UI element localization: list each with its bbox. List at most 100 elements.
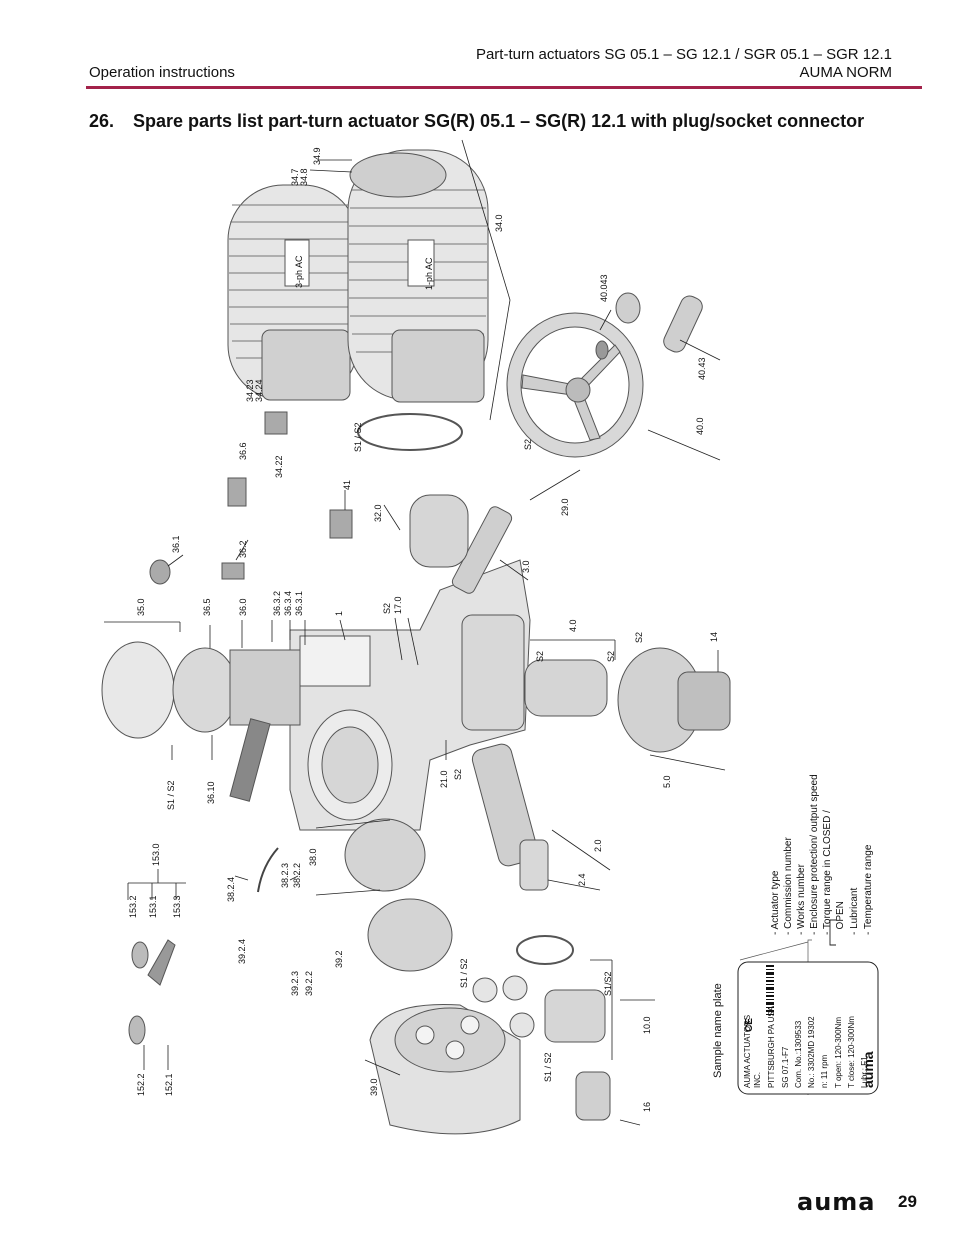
callout-labels: 34.9 34.7 34.8 34.0 3-ph AC 1-ph AC 40.0…: [128, 147, 719, 1112]
legend-line-8: - Temperature range: [863, 844, 874, 935]
header-right-line2: AUMA NORM: [799, 64, 892, 81]
label-s1s2-b: S1 / S2: [166, 780, 176, 810]
output-sleeve: [524, 659, 608, 717]
label-153-0: 153.0: [151, 843, 161, 866]
label-40-43: 40.43: [697, 357, 707, 380]
label-motor-1ph: 1-ph AC: [424, 257, 434, 290]
label-35-0: 35.0: [136, 598, 146, 616]
gear-ring-2: [367, 898, 453, 972]
label-29-0: 29.0: [560, 498, 570, 516]
label-34-9: 34.9: [312, 147, 322, 165]
legend-line-3: - Works number: [796, 863, 807, 935]
plate-line-7: n: 11 rpm: [820, 1054, 829, 1088]
label-39-2-2: 39.2.2: [304, 971, 314, 996]
plate-line-6: No.: 3302MD 19302: [807, 1016, 816, 1088]
name-plate: AUMA ACTUATORS INC. PITTSBURGH PA USA SG…: [737, 961, 879, 1095]
label-36-2: 36.2: [238, 540, 248, 558]
part-36-6: [227, 477, 247, 507]
cable-gland-socket: [544, 989, 606, 1043]
label-2-0: 2.0: [593, 839, 603, 852]
label-36-6: 36.6: [238, 442, 248, 460]
lever-153: [147, 939, 176, 986]
bushing: [519, 839, 549, 891]
header-right-line1: Part-turn actuators SG 05.1 – SG 12.1 / …: [475, 46, 892, 63]
label-s2-f: S2: [453, 769, 463, 780]
plate-line-8: T open: 120-300Nm: [834, 1017, 843, 1088]
label-s2-b: S2: [382, 603, 392, 614]
legend-line-4: - Enclosure protection/ output speed: [809, 774, 820, 935]
label-3-0: 3.0: [521, 560, 531, 573]
section-number: 26.: [89, 111, 115, 131]
label-39-0: 39.0: [369, 1078, 379, 1096]
coupling: [677, 671, 731, 731]
legend-line-6: OPEN: [835, 901, 846, 935]
label-153-2: 153.2: [128, 895, 138, 918]
control-unit: [101, 641, 301, 802]
label-152-1: 152.1: [164, 1073, 174, 1096]
label-s2-c: S2: [535, 651, 545, 662]
handle-screw: [595, 340, 609, 360]
label-17-0: 17.0: [393, 596, 403, 614]
part-36-1: [149, 559, 171, 585]
part-153: [131, 941, 149, 969]
section-title: 26. Spare parts list part-turn actuator S…: [89, 111, 864, 132]
part-34-22: [264, 411, 288, 435]
label-36-3-2: 36.3.2: [272, 591, 282, 616]
legend-line-7: - Lubricant: [849, 888, 860, 935]
label-153-1: 153.1: [148, 895, 158, 918]
handwheel: [506, 312, 644, 458]
blank-plug-1: [472, 977, 498, 1003]
legend-bracket-torque: [829, 919, 836, 946]
label-39-2-4: 39.2.4: [237, 939, 247, 964]
plate-line-10: Lubr.: F1: [860, 1056, 869, 1088]
legend-line-5: - Torque range in CLOSED /: [822, 810, 833, 935]
section-title-text: Spare parts list part-turn actuator SG(R…: [133, 111, 865, 131]
label-s2-a: S2: [523, 439, 533, 450]
part-36-2: [221, 562, 245, 580]
header-left: Operation instructions: [89, 64, 235, 81]
label-40-043: 40.043: [599, 274, 609, 302]
label-38-2-3: 38.2.3: [280, 863, 290, 888]
legend-list: - Actuator type - Commission number - Wo…: [770, 774, 874, 935]
header-right: Part-turn actuators SG 05.1 – SG 12.1 / …: [476, 46, 892, 82]
label-10-0: 10.0: [642, 1016, 652, 1034]
label-36-3-1: 36.3.1: [294, 591, 304, 616]
header-rule: [86, 86, 922, 89]
auma-logo: auma: [797, 1188, 876, 1216]
label-s1s2-d: S1/S2: [603, 971, 613, 996]
plate-line-3: PITTSBURGH PA USA: [767, 1005, 776, 1088]
label-21-0: 21.0: [439, 770, 449, 788]
label-s2-d: S2: [606, 651, 616, 662]
label-36-1: 36.1: [171, 535, 181, 553]
label-34-22: 34.22: [274, 455, 284, 478]
plate-ce-mark: CE: [744, 1018, 755, 1032]
label-32-0: 32.0: [373, 504, 383, 522]
label-s1s2-c: S1 / S2: [459, 958, 469, 988]
worm-shaft: [409, 494, 513, 594]
label-34-8: 34.8: [299, 168, 309, 186]
handle-grip: [663, 295, 703, 353]
seal-rings: [516, 935, 574, 965]
label-41: 41: [342, 480, 352, 490]
label-39-2: 39.2: [334, 950, 344, 968]
label-38-2-2: 38.2.2: [292, 863, 302, 888]
label-36-3-4: 36.3.4: [283, 591, 293, 616]
part-152: [128, 1015, 146, 1045]
page-number: 29: [898, 1192, 917, 1211]
label-5-0: 5.0: [662, 775, 672, 788]
plate-line-4: SG 07.1-F7: [781, 1046, 790, 1088]
blank-plug-2: [502, 975, 528, 1001]
gear-ring-1: [344, 818, 426, 892]
motor-3ph: [227, 184, 359, 401]
motor-gasket: [357, 413, 463, 451]
sample-plate-caption: Sample name plate: [712, 983, 724, 1078]
label-152-2: 152.2: [136, 1073, 146, 1096]
label-2-4: 2.4: [577, 873, 587, 886]
actuator-housing: [289, 559, 531, 831]
label-153-3: 153.3: [172, 895, 182, 918]
handle-cap: [615, 292, 641, 324]
label-39-2-3: 39.2.3: [290, 971, 300, 996]
label-motor-3ph: 3-ph AC: [294, 255, 304, 288]
label-4-0: 4.0: [568, 619, 578, 632]
label-14: 14: [709, 632, 719, 642]
